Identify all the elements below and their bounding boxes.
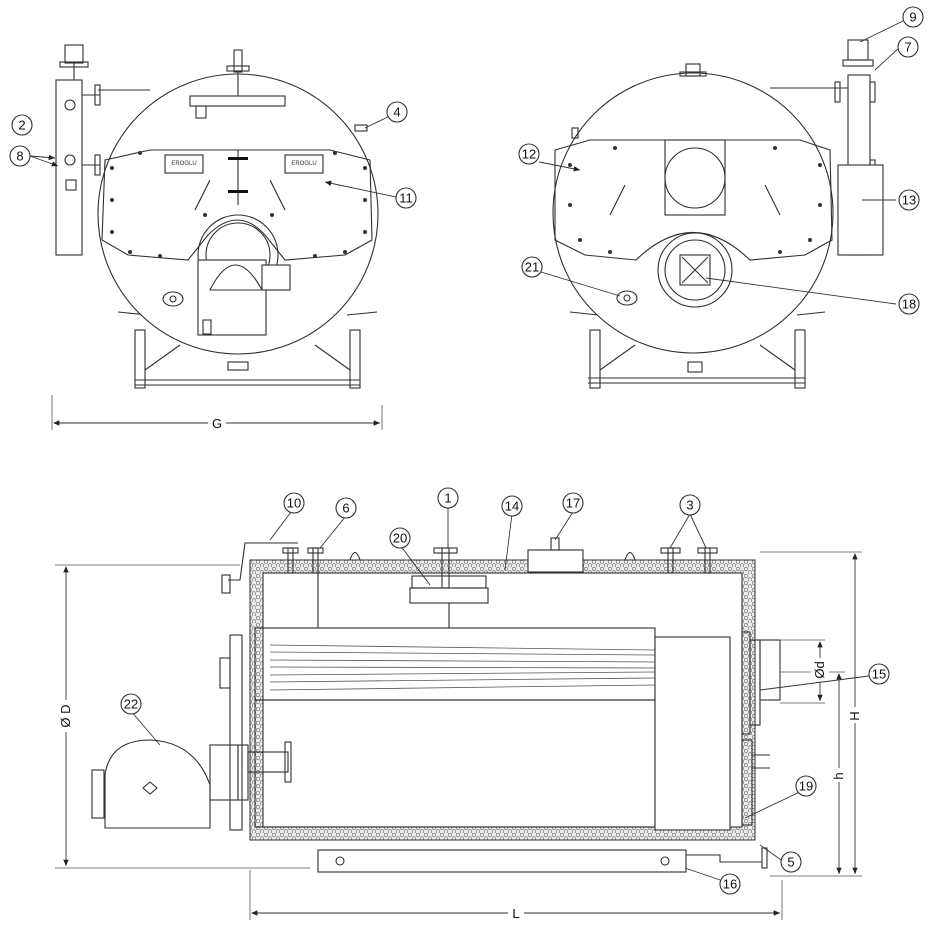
dim-L: L bbox=[249, 870, 783, 921]
side-view: Ø D H h Ød L bbox=[55, 537, 864, 921]
side-base-skid bbox=[317, 847, 768, 873]
side-rear-outlet bbox=[741, 631, 781, 826]
dim-G-label: G bbox=[212, 416, 222, 431]
rear-column bbox=[770, 39, 884, 256]
svg-text:11: 11 bbox=[399, 191, 413, 206]
rear-inspection-port bbox=[657, 232, 733, 308]
callout-7: 7 bbox=[897, 36, 919, 58]
front-door-bolts bbox=[110, 151, 367, 258]
callout-13: 13 bbox=[898, 189, 920, 211]
callout-5: 5 bbox=[780, 851, 802, 873]
callout-17: 17 bbox=[562, 492, 584, 514]
side-top-nozzles bbox=[221, 537, 718, 628]
svg-text:10: 10 bbox=[287, 496, 301, 511]
svg-text:21: 21 bbox=[525, 260, 539, 275]
front-base-frame bbox=[117, 311, 378, 389]
callout-12: 12 bbox=[518, 143, 540, 165]
leader-lines bbox=[29, 19, 906, 881]
svg-text:15: 15 bbox=[872, 667, 886, 682]
svg-text:2: 2 bbox=[18, 118, 25, 133]
rear-sight-glass bbox=[616, 290, 638, 306]
rear-shell bbox=[552, 72, 834, 354]
dim-L-label: L bbox=[512, 906, 519, 921]
svg-text:17: 17 bbox=[566, 496, 580, 511]
svg-text:12: 12 bbox=[522, 147, 536, 162]
front-view: EROGLU EROGLU bbox=[51, 44, 383, 431]
svg-text:4: 4 bbox=[393, 105, 400, 120]
svg-text:19: 19 bbox=[799, 779, 813, 794]
svg-text:EROGLU: EROGLU bbox=[171, 161, 196, 167]
svg-text:14: 14 bbox=[505, 499, 519, 514]
svg-text:13: 13 bbox=[902, 193, 916, 208]
front-door-panel bbox=[101, 149, 373, 261]
callout-20: 20 bbox=[389, 527, 411, 549]
dim-D: Ø D bbox=[55, 564, 310, 869]
callout-11: 11 bbox=[395, 187, 417, 209]
svg-text:7: 7 bbox=[904, 40, 911, 55]
callout-22: 22 bbox=[120, 693, 142, 715]
nameplate-left bbox=[164, 154, 204, 174]
svg-text:6: 6 bbox=[342, 501, 349, 516]
callout-9: 9 bbox=[902, 6, 924, 28]
nameplate-right bbox=[284, 154, 324, 174]
svg-text:EROGLU: EROGLU bbox=[291, 161, 316, 167]
svg-text:3: 3 bbox=[686, 498, 693, 513]
callout-10: 10 bbox=[283, 492, 305, 514]
front-level-column bbox=[55, 44, 150, 256]
side-tube-bundle bbox=[254, 627, 656, 828]
callout-3: 3 bbox=[679, 494, 701, 516]
callout-2: 2 bbox=[11, 114, 33, 136]
svg-text:16: 16 bbox=[723, 877, 737, 892]
dim-d-label: Ød bbox=[812, 661, 827, 678]
svg-text:8: 8 bbox=[16, 149, 23, 164]
callout-19: 19 bbox=[795, 775, 817, 797]
callout-8: 8 bbox=[9, 145, 31, 167]
dim-d: Ød bbox=[780, 639, 829, 704]
rear-view bbox=[552, 39, 884, 389]
callout-21: 21 bbox=[521, 256, 543, 278]
dim-H-label: H bbox=[847, 711, 862, 720]
svg-text:18: 18 bbox=[902, 297, 916, 312]
callout-14: 14 bbox=[501, 495, 523, 517]
rear-door-bolts bbox=[568, 146, 822, 254]
dim-D-label: Ø D bbox=[58, 704, 73, 727]
dim-G: G bbox=[51, 395, 383, 431]
callout-6: 6 bbox=[335, 497, 357, 519]
front-sight-glass bbox=[162, 291, 184, 307]
front-burner bbox=[197, 214, 291, 336]
callout-4: 4 bbox=[386, 101, 408, 123]
rear-base-frame bbox=[569, 311, 826, 389]
svg-text:20: 20 bbox=[393, 531, 407, 546]
rear-chimney-box bbox=[837, 164, 884, 256]
svg-text:5: 5 bbox=[787, 855, 794, 870]
dim-H: H bbox=[760, 551, 864, 877]
svg-text:22: 22 bbox=[124, 697, 138, 712]
callout-16: 16 bbox=[719, 873, 741, 895]
dim-h: h bbox=[780, 671, 848, 874]
callout-1: 1 bbox=[437, 487, 459, 509]
svg-text:9: 9 bbox=[909, 10, 916, 25]
rear-reversal-chamber bbox=[654, 636, 731, 831]
front-top-nozzles bbox=[189, 49, 286, 119]
callout-18: 18 bbox=[898, 293, 920, 315]
svg-text:1: 1 bbox=[444, 491, 451, 506]
callout-15: 15 bbox=[868, 663, 890, 685]
dim-h-label: h bbox=[831, 772, 846, 779]
side-burner bbox=[91, 739, 292, 829]
rear-door-panel bbox=[554, 139, 833, 261]
